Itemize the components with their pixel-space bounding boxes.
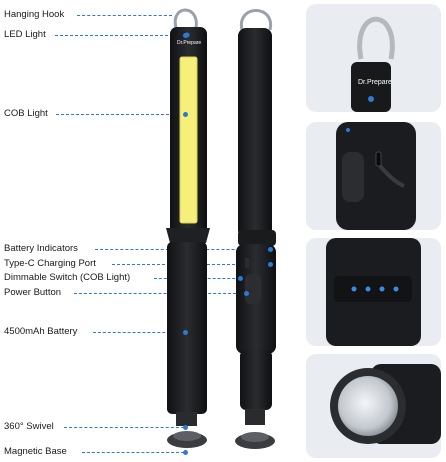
side-view (235, 9, 276, 449)
label-type-c-port: Type-C Charging Port (4, 258, 96, 269)
dimmable-switch-icon (245, 274, 261, 304)
leader-swivel (64, 427, 184, 428)
label-swivel: 360° Swivel (4, 421, 54, 432)
dot-magnetic (183, 450, 188, 455)
battery-indicator-1 (351, 286, 357, 292)
label-dimmable-switch: Dimmable Switch (COB Light) (4, 272, 131, 283)
label-power-button: Power Button (4, 287, 62, 298)
detail-panel-indicators (306, 238, 441, 346)
brand-logo-zoom: Dr.Prepare (358, 79, 392, 86)
battery-indicator-3 (379, 286, 385, 292)
swivel-joint (176, 412, 197, 426)
hinge (166, 228, 210, 243)
dot-swivel (183, 425, 188, 430)
brand-logo: Dr.Prepare (177, 40, 201, 46)
label-battery: 4500mAh Battery (4, 326, 78, 337)
dot-cob (183, 112, 188, 117)
handle-front (167, 242, 207, 414)
battery-indicator-4 (393, 286, 399, 292)
detail-panel-type-c (306, 122, 441, 230)
cob-panel (179, 56, 198, 224)
dot-battery (183, 330, 188, 335)
detail-panel-hook: Dr.Prepare (306, 4, 441, 112)
leader-magnetic-base (82, 452, 184, 453)
label-hanging-hook: Hanging Hook (4, 9, 65, 20)
label-cob-light: COB Light (4, 108, 48, 119)
dot-power (244, 291, 249, 296)
label-magnetic-base: Magnetic Base (4, 446, 67, 457)
dot-type-c (268, 262, 273, 267)
label-led-light: LED Light (4, 29, 46, 40)
leader-cob-light (56, 114, 184, 115)
dot-dimmable (238, 276, 243, 281)
leader-battery (93, 332, 185, 333)
detail-panel-magnet (306, 354, 441, 458)
hanging-hook-icon (173, 8, 198, 29)
leader-hanging-hook (77, 15, 172, 16)
leader-led-light (55, 35, 183, 36)
dot-led (183, 33, 188, 38)
leader-power-button (74, 293, 246, 294)
magnet-icon (338, 376, 398, 436)
label-battery-indicators: Battery Indicators (4, 243, 78, 254)
dot-battery-indicators (268, 247, 273, 252)
battery-indicator-2 (365, 286, 371, 292)
side-head (238, 28, 272, 238)
front-view: Dr.Prepare (166, 8, 210, 448)
